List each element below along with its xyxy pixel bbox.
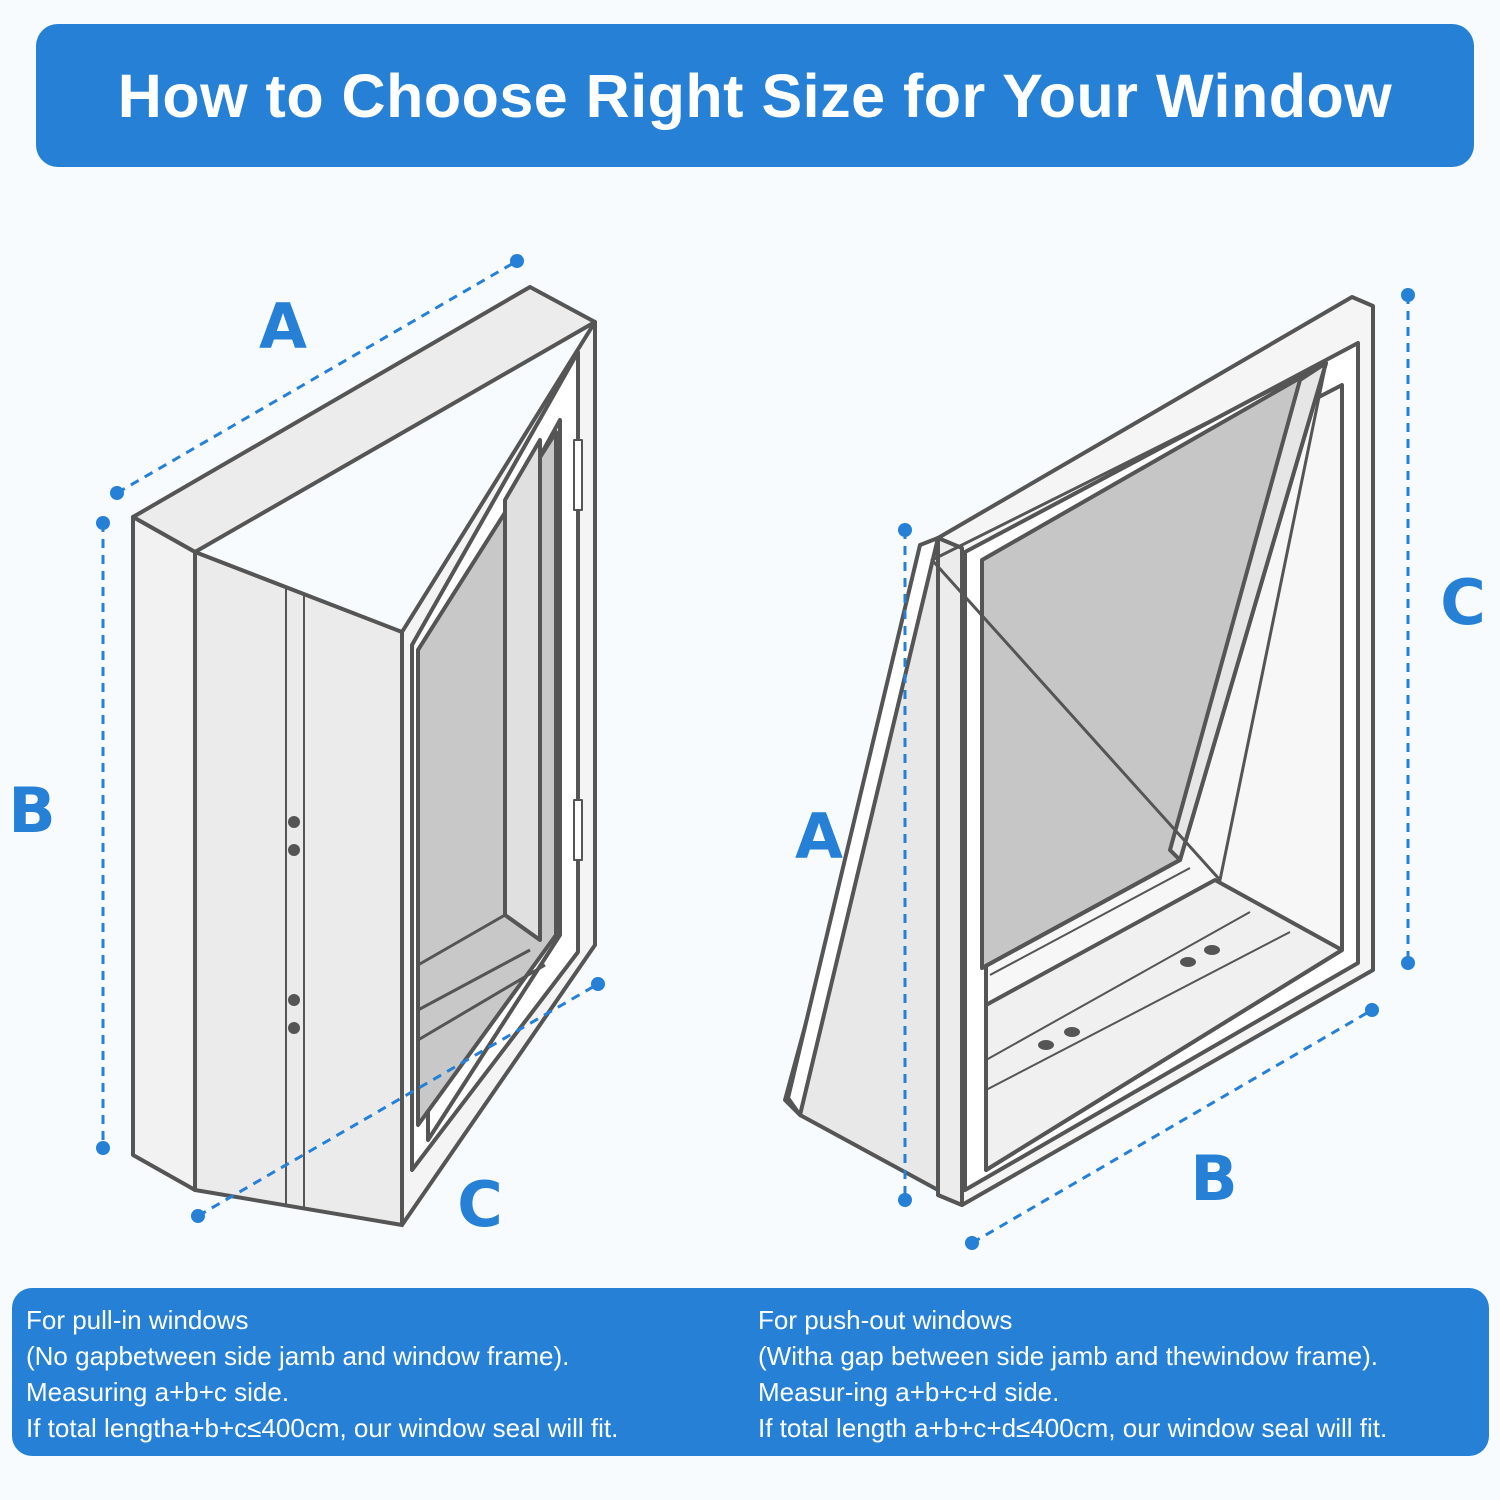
- push-out-label-a: A: [795, 800, 843, 873]
- pull-in-line-2: Measuring a+b+c side.: [26, 1377, 290, 1407]
- push-out-dimension-lines: [903, 295, 1410, 1245]
- push-out-line-2: Measur-ing a+b+c+d side.: [758, 1377, 1060, 1407]
- push-out-dimension-dots: [898, 288, 1415, 1250]
- push-out-line-1: (Witha gap between side jamb and thewind…: [758, 1341, 1378, 1371]
- push-out-instructions: For push-out windows (Witha gap between …: [758, 1302, 1387, 1446]
- push-out-line-3: If total length a+b+c+d≤400cm, our windo…: [758, 1413, 1388, 1443]
- pull-in-label-c: C: [457, 1168, 503, 1241]
- latch-icon: [1038, 945, 1220, 1050]
- page-title: How to Choose Right Size for Your Window: [117, 61, 1393, 130]
- pull-in-window-illustration: [131, 285, 597, 1227]
- push-out-label-b: B: [1190, 1142, 1237, 1215]
- pull-in-line-3: If total lengtha+b+c≤400cm, our window s…: [26, 1413, 619, 1443]
- pull-in-label-b: B: [8, 774, 55, 847]
- info-panel: For pull-in windows (No gapbetween side …: [12, 1288, 1489, 1456]
- push-out-heading: For push-out windows: [758, 1305, 1013, 1335]
- push-out-label-c: C: [1440, 566, 1486, 639]
- pull-in-heading: For pull-in windows: [26, 1305, 249, 1335]
- pull-in-dimension-dots: [96, 254, 605, 1223]
- pull-in-label-a: A: [259, 290, 307, 363]
- hook-icon: [288, 816, 300, 1034]
- title-banner: How to Choose Right Size for Your Window: [36, 24, 1474, 167]
- push-out-window-illustration: [783, 295, 1375, 1207]
- pull-in-dimension-lines: [101, 259, 599, 1218]
- pull-in-instructions: For pull-in windows (No gapbetween side …: [26, 1302, 618, 1446]
- pull-in-line-1: (No gapbetween side jamb and window fram…: [26, 1341, 570, 1371]
